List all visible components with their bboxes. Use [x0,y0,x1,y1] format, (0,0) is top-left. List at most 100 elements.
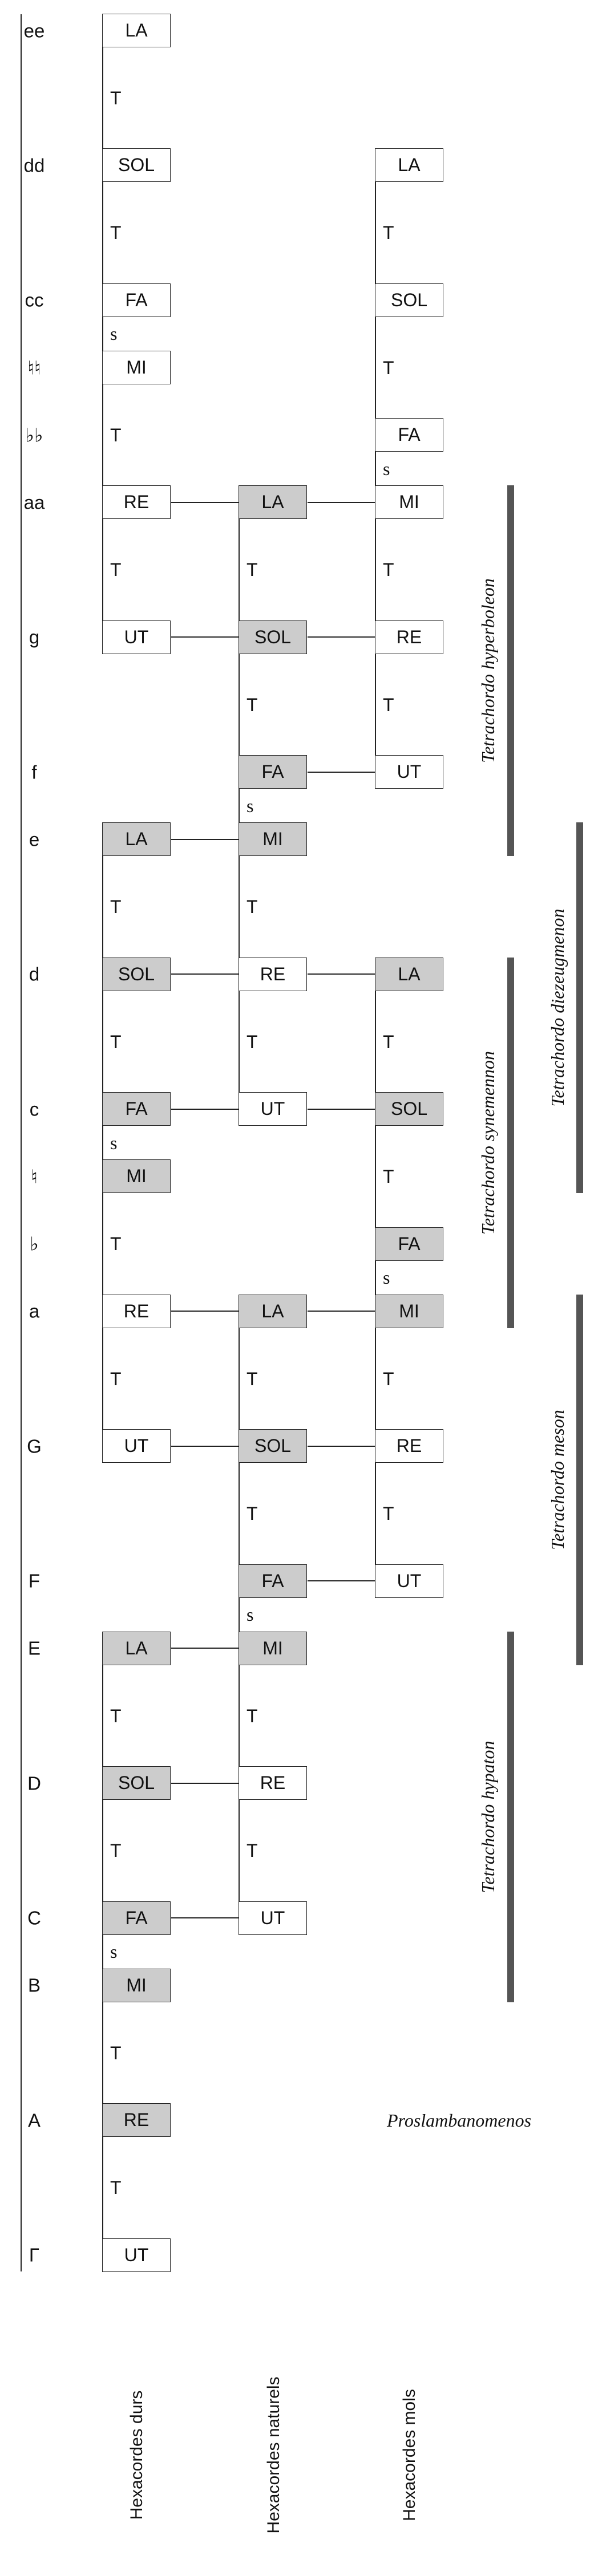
pitch-label-e: e [29,829,40,850]
pitch-label-b: ♭ [30,1233,39,1255]
mutation-link [308,1108,375,1110]
pitch-label-D: D [27,1772,41,1794]
interval-label: T [110,87,122,108]
pitch-label-Gamma: Γ [29,2244,40,2266]
solmization-box: SOL [375,283,443,317]
tetrachord-label: Tetrachordo hyperboleon [478,578,498,764]
hexachord-stem [375,957,376,1598]
solmization-box: SOL [102,148,171,182]
solmization-box: RE [375,620,443,654]
interval-label: T [383,1166,394,1187]
solmization-box: RE [102,2103,171,2137]
solmization-box: FA [375,1227,443,1261]
interval-label: T [246,559,258,581]
solmization-box: FA [102,283,171,317]
pitch-label-A: A [27,2110,41,2131]
tetrachord-bar [507,1631,514,2002]
interval-label: s [246,1604,254,1625]
solmization-box: UT [239,1901,307,1935]
column-label-0: Hexacordes durs [127,2390,146,2520]
pitch-label-a: a [29,1300,40,1322]
pitch-label-B: B [27,1974,41,1996]
pitch-label-c: c [29,1098,39,1120]
interval-label: T [246,1503,258,1524]
interval-label: T [246,1840,258,1861]
solmization-box: MI [102,351,171,384]
solmization-box: FA [239,1564,307,1598]
solmization-box: SOL [375,1092,443,1126]
tetrachord-bar [507,485,514,857]
hexachord-stem [239,1294,240,1935]
solmization-box: FA [239,755,307,789]
mutation-link [171,1108,239,1110]
pitch-label-d: d [29,963,40,985]
solmization-box: UT [102,1429,171,1463]
solmization-box: UT [375,755,443,789]
solmization-box: UT [102,2238,171,2272]
pitch-label-f: f [31,761,37,783]
interval-label: T [383,694,394,715]
pitch-label-dd: dd [23,155,45,176]
tetrachord-bar [576,1294,583,1665]
pitch-axis-line [21,14,22,2271]
mutation-link [171,973,239,975]
interval-label: T [110,1705,122,1726]
pitch-label-F: F [28,1570,41,1592]
tetrachord-label: Tetrachordo synemennon [478,1050,498,1235]
solmization-box: LA [239,1294,307,1328]
interval-label: T [383,357,394,378]
mutation-link [171,1917,239,1919]
interval-label: T [110,1234,122,1255]
proslambanomenos-label: Proslambanomenos [387,2110,532,2131]
interval-label: s [383,458,390,479]
solmization-box: UT [239,1092,307,1126]
tetrachord-label: Tetrachordo hypaton [478,1741,498,1893]
interval-label: T [383,1503,394,1524]
solmization-box: RE [239,957,307,991]
solmization-box: MI [102,1159,171,1194]
interval-label: T [110,424,122,445]
tetrachord-label: Tetrachordo meson [547,1409,568,1550]
solmization-box: LA [102,14,171,47]
solmization-box: MI [239,1631,307,1665]
pitch-label-n: ♮ [31,1166,38,1187]
hexachord-stem [102,1631,103,2272]
pitch-label-nn: ♮♮ [27,357,41,378]
mutation-link [308,636,375,638]
interval-label: s [246,795,254,816]
solmization-box: LA [102,1631,171,1665]
column-label-1: Hexacordes naturels [264,2376,283,2534]
mutation-link [308,1580,375,1582]
tetrachord-label: Tetrachordo diezeugmenon [547,908,568,1107]
solmization-box: FA [375,418,443,452]
solmization-box: LA [102,822,171,857]
solmization-box: UT [102,620,171,654]
mutation-link [171,1648,239,1649]
tetrachord-bar [576,822,583,1194]
interval-label: T [246,896,258,918]
pitch-label-E: E [27,1637,41,1659]
mutation-link [171,1782,239,1784]
solmization-box: FA [102,1901,171,1935]
hexachord-stem [102,822,103,1463]
interval-label: T [110,1368,122,1389]
interval-label: T [383,1368,394,1389]
interval-label: T [110,2177,122,2198]
solmization-box: MI [375,485,443,520]
interval-label: s [110,1941,118,1962]
hexachord-stem [375,148,376,789]
solmization-box: MI [239,822,307,857]
interval-label: T [246,694,258,715]
solmization-box: LA [375,957,443,991]
solmization-box: RE [239,1766,307,1800]
interval-label: T [246,1031,258,1052]
solmization-box: LA [239,485,307,520]
interval-label: T [110,222,122,244]
solmization-box: MI [375,1294,443,1328]
pitch-label-g: g [29,626,40,648]
interval-label: s [110,323,118,344]
pitch-label-G: G [27,1435,42,1457]
column-label-2: Hexacordes mols [400,2389,419,2521]
solmization-box: FA [102,1092,171,1126]
